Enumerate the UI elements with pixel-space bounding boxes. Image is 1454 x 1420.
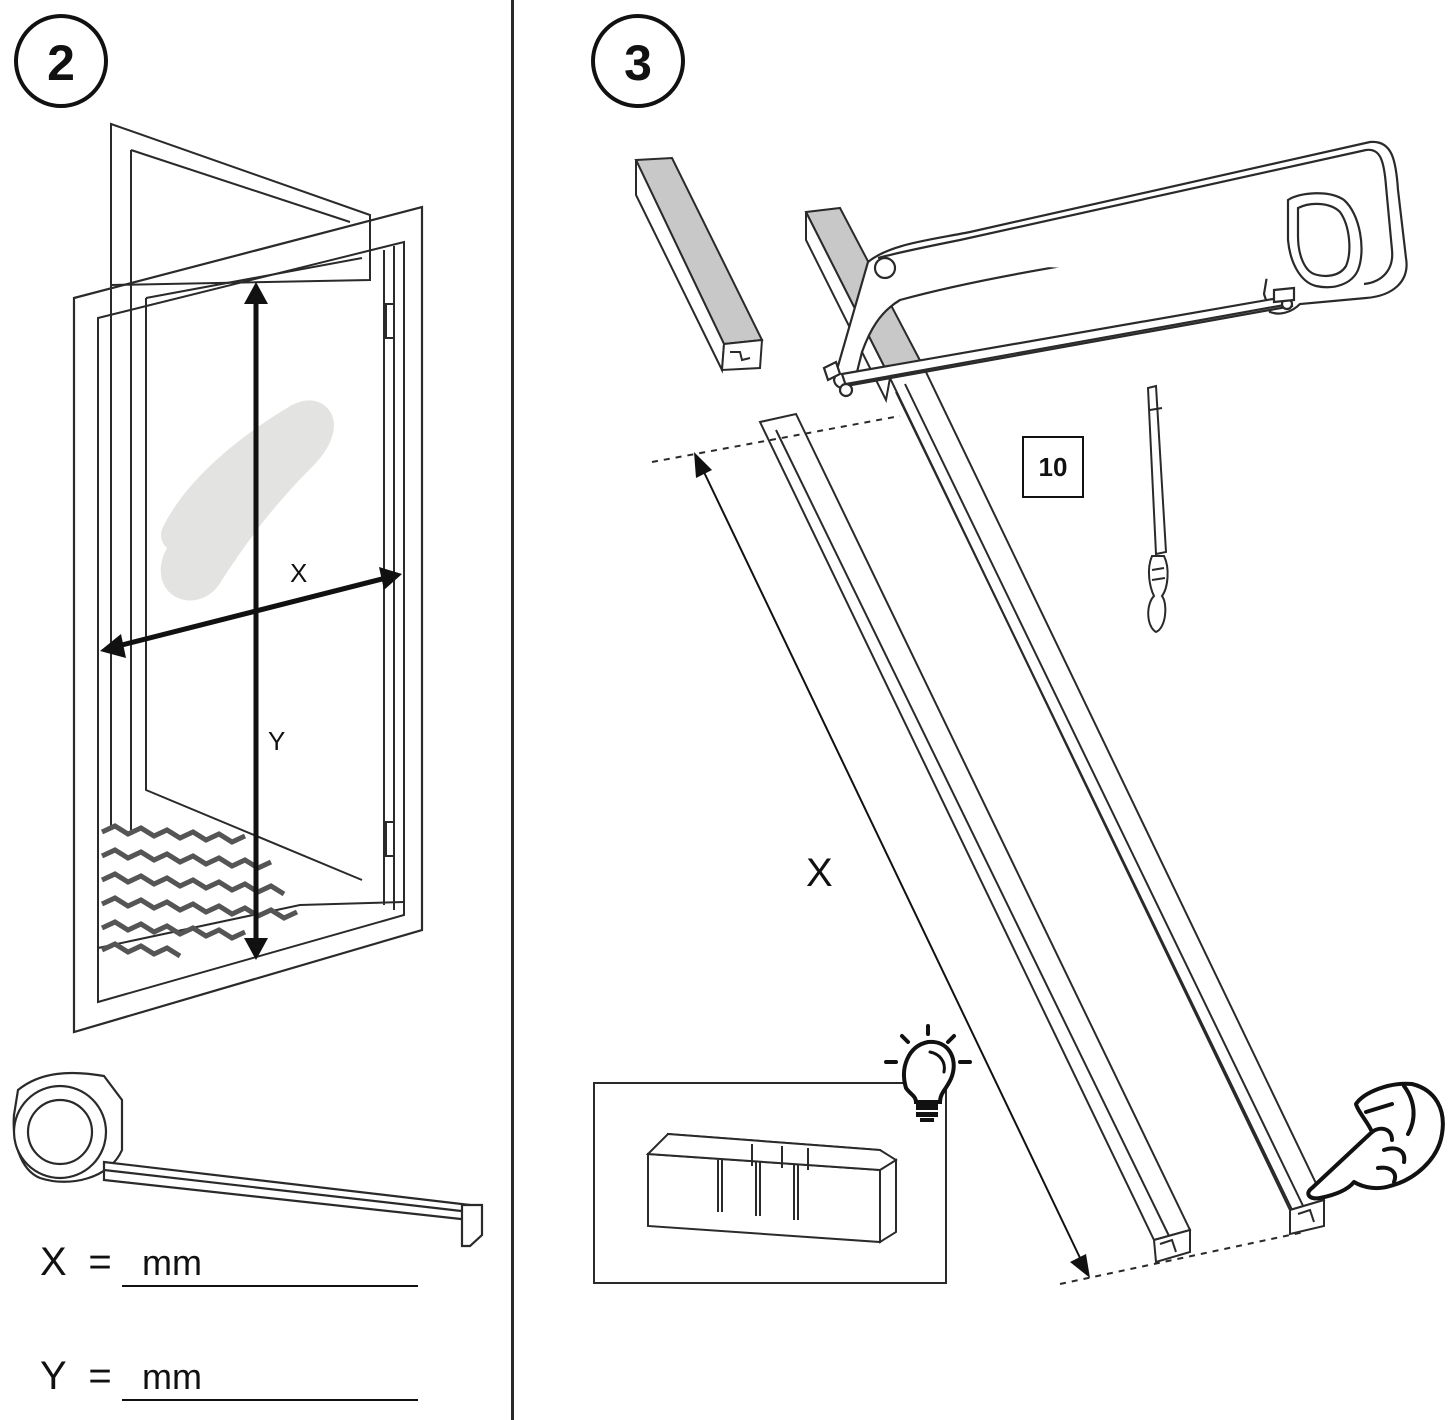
profile-rail-icon bbox=[758, 412, 1192, 1264]
length-dimension-arrow-icon bbox=[694, 452, 1090, 1278]
file-tool-icon bbox=[1146, 384, 1169, 634]
door-frame-icon bbox=[72, 122, 424, 1034]
step-3-illustration: 3 bbox=[591, 14, 1445, 1285]
lightbulb-tip-icon bbox=[884, 1024, 972, 1122]
y-unit: mm bbox=[142, 1356, 202, 1397]
length-label: X bbox=[806, 851, 833, 895]
y-variable: Y bbox=[40, 1354, 67, 1398]
step-3-circle: 3 bbox=[591, 14, 685, 108]
x-equals: = bbox=[88, 1240, 112, 1284]
step-2-panel: 2 bbox=[0, 0, 512, 1420]
step-2-illustration: 2 bbox=[12, 14, 484, 1248]
y-measurement-field: Y = mm bbox=[40, 1354, 418, 1401]
y-value-blank[interactable]: mm bbox=[122, 1355, 418, 1401]
height-label: Y bbox=[268, 726, 285, 756]
tape-measure-icon bbox=[12, 1071, 484, 1248]
x-unit: mm bbox=[142, 1242, 202, 1283]
y-equals: = bbox=[88, 1354, 112, 1398]
hacksaw-icon bbox=[822, 140, 1408, 398]
step-3-number: 3 bbox=[624, 35, 652, 91]
quantity-badge: 10 bbox=[1022, 436, 1084, 498]
glass-reflection-icon bbox=[160, 400, 334, 601]
profile-rail-being-cut-icon bbox=[804, 206, 1326, 1236]
panel-divider bbox=[511, 0, 514, 1420]
x-variable: X bbox=[40, 1240, 67, 1284]
cut-reference-lines bbox=[651, 415, 1305, 1285]
step-3-panel: 3 bbox=[514, 0, 1454, 1420]
floor-mat-icon bbox=[100, 823, 299, 959]
profile-offcut-icon bbox=[634, 156, 764, 374]
step-2-circle: 2 bbox=[14, 14, 108, 108]
width-label: X bbox=[290, 558, 307, 588]
step-2-number: 2 bbox=[47, 35, 75, 91]
dimension-arrow-icon bbox=[100, 282, 402, 960]
x-value-blank[interactable]: mm bbox=[122, 1241, 418, 1287]
x-measurement-field: X = mm bbox=[40, 1240, 418, 1287]
miter-box-icon bbox=[645, 1132, 898, 1244]
pointing-hand-icon bbox=[1306, 1081, 1445, 1201]
tip-box bbox=[593, 1024, 972, 1284]
